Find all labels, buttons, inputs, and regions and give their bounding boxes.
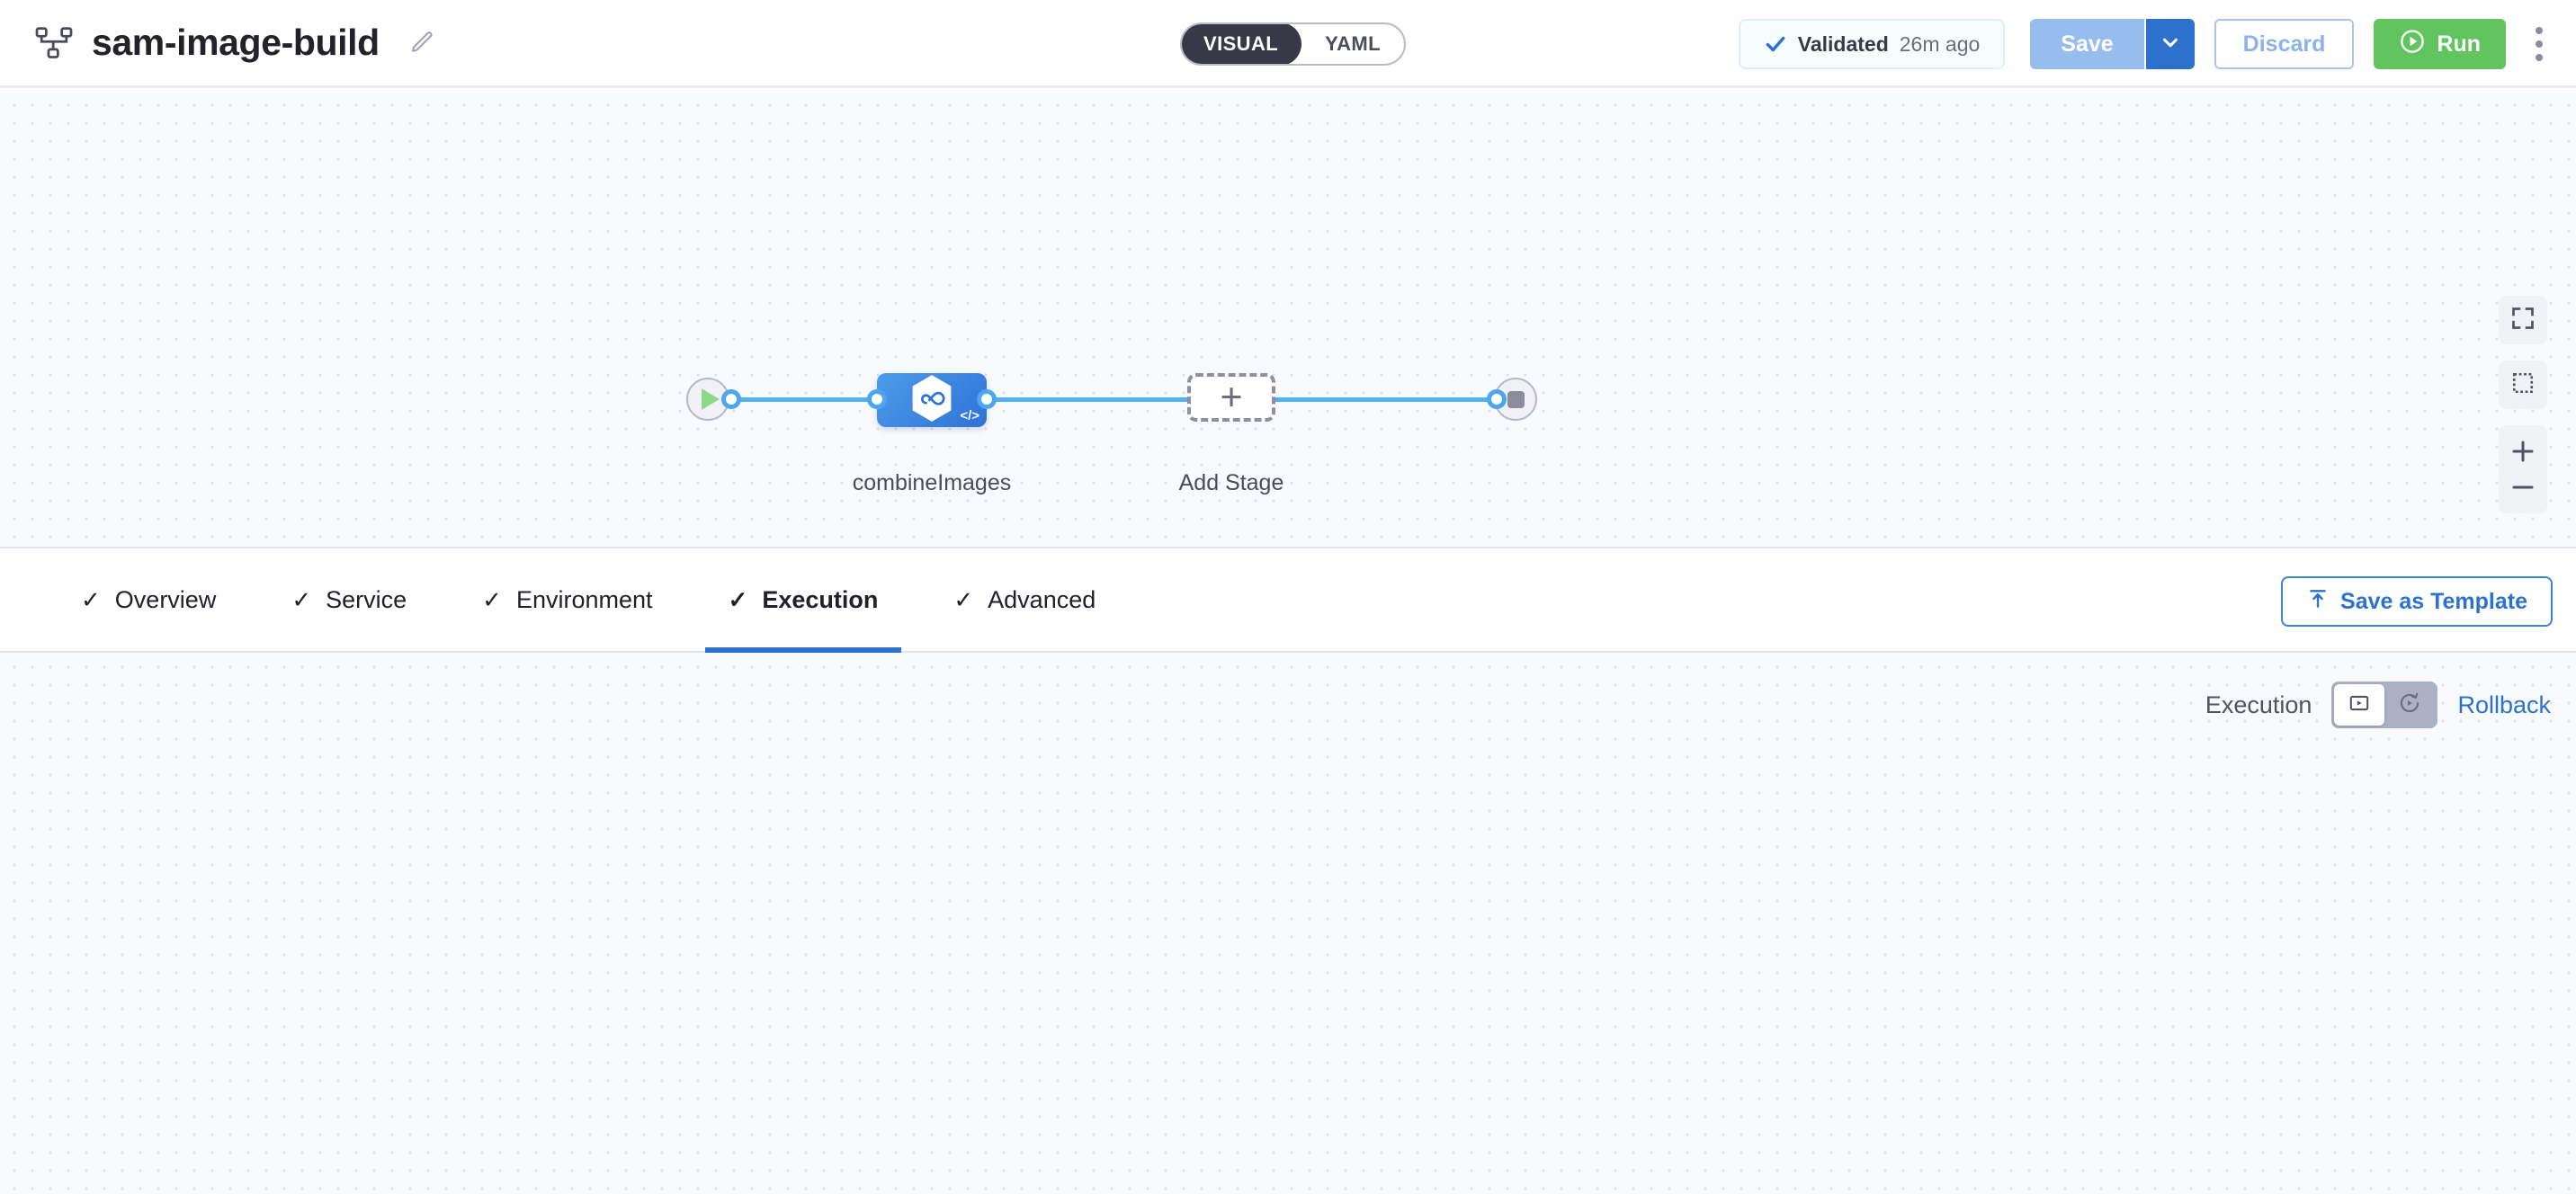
check-icon: ✓	[728, 586, 748, 613]
status-badge: Validated 26m ago	[1738, 19, 2006, 69]
page-title: sam-image-build	[92, 22, 380, 63]
check-icon: ✓	[291, 586, 312, 613]
stage-code-badge: </>	[960, 408, 979, 423]
run-label: Run	[2437, 31, 2481, 57]
kebab-menu-icon[interactable]	[2526, 19, 2553, 69]
execution-mode-label: Execution	[2205, 691, 2312, 718]
tab-label: Execution	[762, 585, 879, 613]
discard-button[interactable]: Discard	[2214, 19, 2355, 69]
pipeline-end-node	[1494, 378, 1537, 421]
check-icon: ✓	[81, 586, 101, 613]
play-icon	[701, 388, 720, 410]
check-icon: ✓	[482, 586, 502, 613]
tab-environment[interactable]: ✓ Environment	[444, 547, 690, 653]
view-mode-toggle[interactable]: VISUAL YAML	[1180, 22, 1406, 66]
pencil-edit-icon[interactable]	[398, 30, 435, 57]
harness-cd-hexagon-icon	[909, 374, 954, 427]
template-upload-icon	[2306, 587, 2330, 617]
save-as-template-button[interactable]: Save as Template	[2281, 576, 2553, 627]
save-button-group[interactable]: Save	[2030, 19, 2195, 69]
execution-mode-toolbar: Execution	[2205, 682, 2551, 728]
end-port[interactable]	[1487, 389, 1507, 409]
zoom-to-selection-button[interactable]	[2499, 361, 2547, 409]
check-icon: ✓	[953, 586, 974, 613]
tab-list: ✓ Overview ✓ Service ✓ Environment ✓ Exe…	[0, 547, 1133, 653]
stage-tab-bar: ✓ Overview ✓ Service ✓ Environment ✓ Exe…	[0, 547, 2576, 653]
fit-screen-button[interactable]	[2499, 296, 2547, 344]
chevron-down-icon	[2159, 31, 2182, 58]
tab-advanced[interactable]: ✓ Advanced	[916, 547, 1133, 653]
save-dropdown-button[interactable]	[2143, 19, 2195, 69]
tab-execution[interactable]: ✓ Execution	[691, 547, 917, 653]
stage-node-label: combineImages	[852, 470, 1012, 495]
play-circle-icon	[2399, 28, 2426, 61]
stage-in-port[interactable]	[867, 389, 887, 409]
zoom-controls[interactable]	[2499, 425, 2547, 513]
tab-label: Advanced	[988, 585, 1096, 613]
rollback-icon	[2398, 691, 2421, 719]
connector-add-to-end	[1275, 397, 1496, 402]
dashed-square-icon	[2511, 371, 2535, 399]
execution-canvas[interactable]: Execution	[0, 653, 2576, 1194]
canvas-controls	[2499, 296, 2547, 513]
stage-node-combineimages[interactable]: </>	[877, 373, 987, 427]
zoom-in-button[interactable]	[2499, 433, 2547, 469]
connector-stage-to-add	[988, 397, 1187, 402]
stage-out-port[interactable]	[977, 389, 997, 409]
check-icon	[1764, 32, 1787, 56]
stop-icon	[1507, 390, 1525, 408]
toggle-yaml[interactable]: YAML	[1325, 32, 1381, 55]
save-as-template-label: Save as Template	[2340, 588, 2527, 614]
execution-rollback-toggle[interactable]	[2331, 682, 2438, 728]
add-stage-button[interactable]: +	[1187, 373, 1275, 422]
add-stage-label: Add Stage	[1178, 470, 1284, 495]
header-right: Validated 26m ago Save Discard	[1738, 0, 2553, 88]
save-button[interactable]: Save	[2030, 19, 2144, 69]
pipeline-nodes-icon	[34, 26, 74, 60]
validated-label: Validated	[1797, 31, 1889, 56]
tab-service[interactable]: ✓ Service	[254, 547, 444, 653]
fit-screen-icon	[2510, 306, 2536, 335]
stage-canvas[interactable]: </> combineImages + Add Stage	[0, 91, 2576, 547]
rollback-mode-option[interactable]	[2384, 684, 2435, 726]
tab-label: Overview	[114, 585, 217, 613]
tab-label: Service	[326, 585, 407, 613]
validated-time: 26m ago	[1899, 31, 1981, 56]
zoom-out-button[interactable]	[2499, 469, 2547, 505]
run-button[interactable]: Run	[2374, 19, 2506, 69]
connector-start-to-stage	[733, 397, 881, 402]
rollback-label[interactable]: Rollback	[2457, 691, 2551, 718]
tab-overview[interactable]: ✓ Overview	[43, 547, 254, 653]
tab-label: Environment	[515, 585, 653, 613]
toggle-visual[interactable]: VISUAL	[1182, 24, 1302, 64]
play-box-icon	[2348, 691, 2371, 719]
execution-mode-option[interactable]	[2334, 684, 2385, 726]
app-header: sam-image-build VISUAL YAML Validated	[0, 0, 2576, 88]
start-port[interactable]	[721, 389, 741, 409]
header-left: sam-image-build	[0, 22, 435, 64]
